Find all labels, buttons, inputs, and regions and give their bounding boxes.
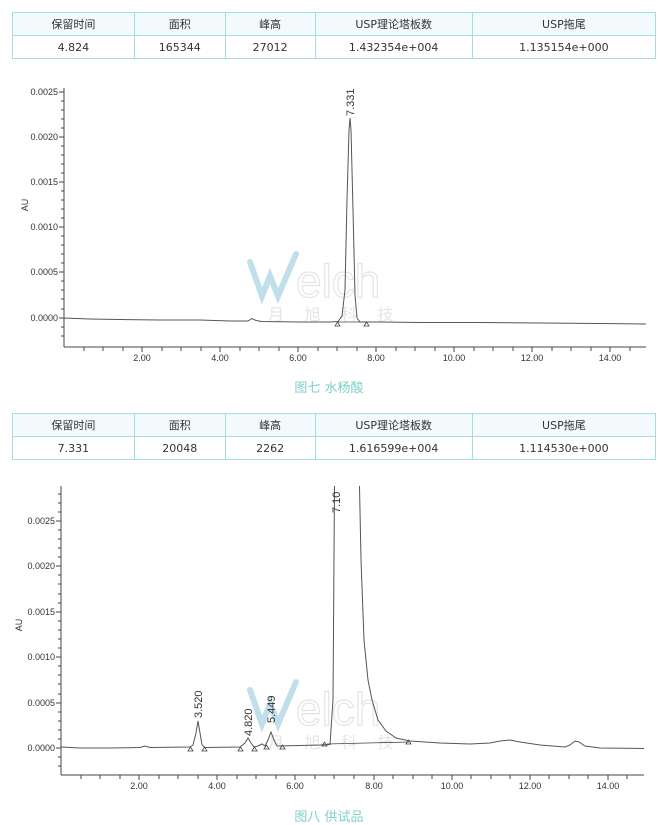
cell-retention-time: 4.824 xyxy=(12,35,135,59)
peak-label: 7.331 xyxy=(345,88,357,116)
y-ticks xyxy=(59,91,64,337)
cell-usp-tailing: 1.135154e+000 xyxy=(471,35,657,59)
y-tick-labels: 0.0025 0.0020 0.0015 0.0010 0.0005 0.000… xyxy=(30,87,58,323)
figure-7-caption: 图七 水杨酸 xyxy=(294,381,364,396)
svg-text:0.0025: 0.0025 xyxy=(27,516,55,526)
svg-text:elch: elch xyxy=(296,683,380,735)
svg-text:0.0005: 0.0005 xyxy=(30,267,58,277)
header-usp-plates: USP理论塔板数 xyxy=(314,413,473,437)
svg-text:6.00: 6.00 xyxy=(286,781,304,791)
baseline-markers xyxy=(187,739,412,752)
header-usp-tailing: USP拖尾 xyxy=(471,12,657,36)
x-tick-labels: 2.00 4.00 6.00 8.00 10.00 12.00 14.00 xyxy=(130,781,619,791)
welch-watermark: elch 月 旭 科 技 xyxy=(247,679,401,752)
header-retention-time: 保留时间 xyxy=(12,413,135,437)
svg-text:8.00: 8.00 xyxy=(367,353,385,363)
cell-area: 20048 xyxy=(133,436,226,460)
header-usp-plates: USP理论塔板数 xyxy=(314,12,473,36)
svg-text:4.00: 4.00 xyxy=(208,781,226,791)
table-row: 4.824 165344 27012 1.432354e+004 1.13515… xyxy=(12,35,657,59)
peak-label: 7.10 xyxy=(331,492,343,513)
svg-text:0.0010: 0.0010 xyxy=(27,652,55,662)
x-tick-labels: 2.00 4.00 6.00 8.00 10.00 12.00 14.00 xyxy=(133,353,621,363)
svg-text:4.00: 4.00 xyxy=(211,353,229,363)
header-peak-height: 峰高 xyxy=(224,12,316,36)
svg-text:12.00: 12.00 xyxy=(519,781,542,791)
peak-label: 4.820 xyxy=(243,708,255,736)
svg-text:6.00: 6.00 xyxy=(289,353,307,363)
results-table-2: 保留时间 面积 峰高 USP理论塔板数 USP拖尾 7.331 20048 22… xyxy=(12,413,657,460)
y-axis-label: AU xyxy=(14,619,24,632)
svg-text:月 旭 科 技: 月 旭 科 技 xyxy=(268,734,401,752)
x-ticks xyxy=(80,775,628,780)
header-area: 面积 xyxy=(133,12,226,36)
svg-text:12.00: 12.00 xyxy=(521,353,544,363)
svg-text:0.0000: 0.0000 xyxy=(30,313,58,323)
header-area: 面积 xyxy=(133,413,226,437)
table-header-row: 保留时间 面积 峰高 USP理论塔板数 USP拖尾 xyxy=(12,12,657,36)
cell-peak-height: 27012 xyxy=(224,35,316,59)
y-axis-label: AU xyxy=(20,199,30,212)
svg-text:10.00: 10.00 xyxy=(441,781,464,791)
welch-watermark: elch 月 旭 科 技 xyxy=(247,251,401,324)
svg-text:0.0015: 0.0015 xyxy=(30,177,58,187)
svg-text:14.00: 14.00 xyxy=(597,781,620,791)
svg-text:2.00: 2.00 xyxy=(130,781,148,791)
y-tick-labels: 0.0025 0.0020 0.0015 0.0010 0.0005 0.000… xyxy=(27,516,55,753)
cell-usp-plates: 1.432354e+004 xyxy=(314,35,473,59)
cell-usp-plates: 1.616599e+004 xyxy=(314,436,473,460)
peak-label: 3.520 xyxy=(193,690,205,718)
table-header-row: 保留时间 面积 峰高 USP理论塔板数 USP拖尾 xyxy=(12,413,657,437)
peak-label: 5.449 xyxy=(266,695,278,723)
header-retention-time: 保留时间 xyxy=(12,12,135,36)
svg-text:elch: elch xyxy=(296,255,380,307)
chromatogram-test-sample: elch 月 旭 科 技 0.0025 0.0020 0.0015 0.0010… xyxy=(14,485,645,791)
svg-text:0.0020: 0.0020 xyxy=(27,561,55,571)
svg-text:8.00: 8.00 xyxy=(365,781,383,791)
svg-text:14.00: 14.00 xyxy=(599,353,622,363)
integration-baseline xyxy=(326,741,410,745)
svg-text:0.0010: 0.0010 xyxy=(30,222,58,232)
trace-line xyxy=(60,485,645,749)
svg-text:0.0025: 0.0025 xyxy=(30,87,58,97)
baseline-markers xyxy=(334,321,370,327)
svg-text:2.00: 2.00 xyxy=(133,353,151,363)
peak-labels: 3.520 4.820 5.449 7.10 xyxy=(193,492,343,736)
chromatogram-salicylic-acid: elch 月 旭 科 技 0.0025 0.0020 0.0015 0.0010… xyxy=(20,87,647,363)
table-row: 7.331 20048 2262 1.616599e+004 1.114530e… xyxy=(12,436,657,460)
trace-line xyxy=(63,117,647,325)
figure-8-caption: 图八 供试品 xyxy=(294,810,364,825)
cell-retention-time: 7.331 xyxy=(12,436,135,460)
svg-text:0.0020: 0.0020 xyxy=(30,132,58,142)
y-ticks xyxy=(56,493,61,767)
cell-area: 165344 xyxy=(133,35,226,59)
svg-text:0.0000: 0.0000 xyxy=(27,743,55,753)
svg-text:0.0015: 0.0015 xyxy=(27,607,55,617)
svg-text:10.00: 10.00 xyxy=(443,353,466,363)
svg-text:月 旭 科 技: 月 旭 科 技 xyxy=(268,306,401,324)
results-table-1: 保留时间 面积 峰高 USP理论塔板数 USP拖尾 4.824 165344 2… xyxy=(12,12,657,59)
x-ticks xyxy=(83,347,631,352)
cell-usp-tailing: 1.114530e+000 xyxy=(471,436,657,460)
header-peak-height: 峰高 xyxy=(224,413,316,437)
cell-peak-height: 2262 xyxy=(224,436,316,460)
svg-text:0.0005: 0.0005 xyxy=(27,698,55,708)
header-usp-tailing: USP拖尾 xyxy=(471,413,657,437)
